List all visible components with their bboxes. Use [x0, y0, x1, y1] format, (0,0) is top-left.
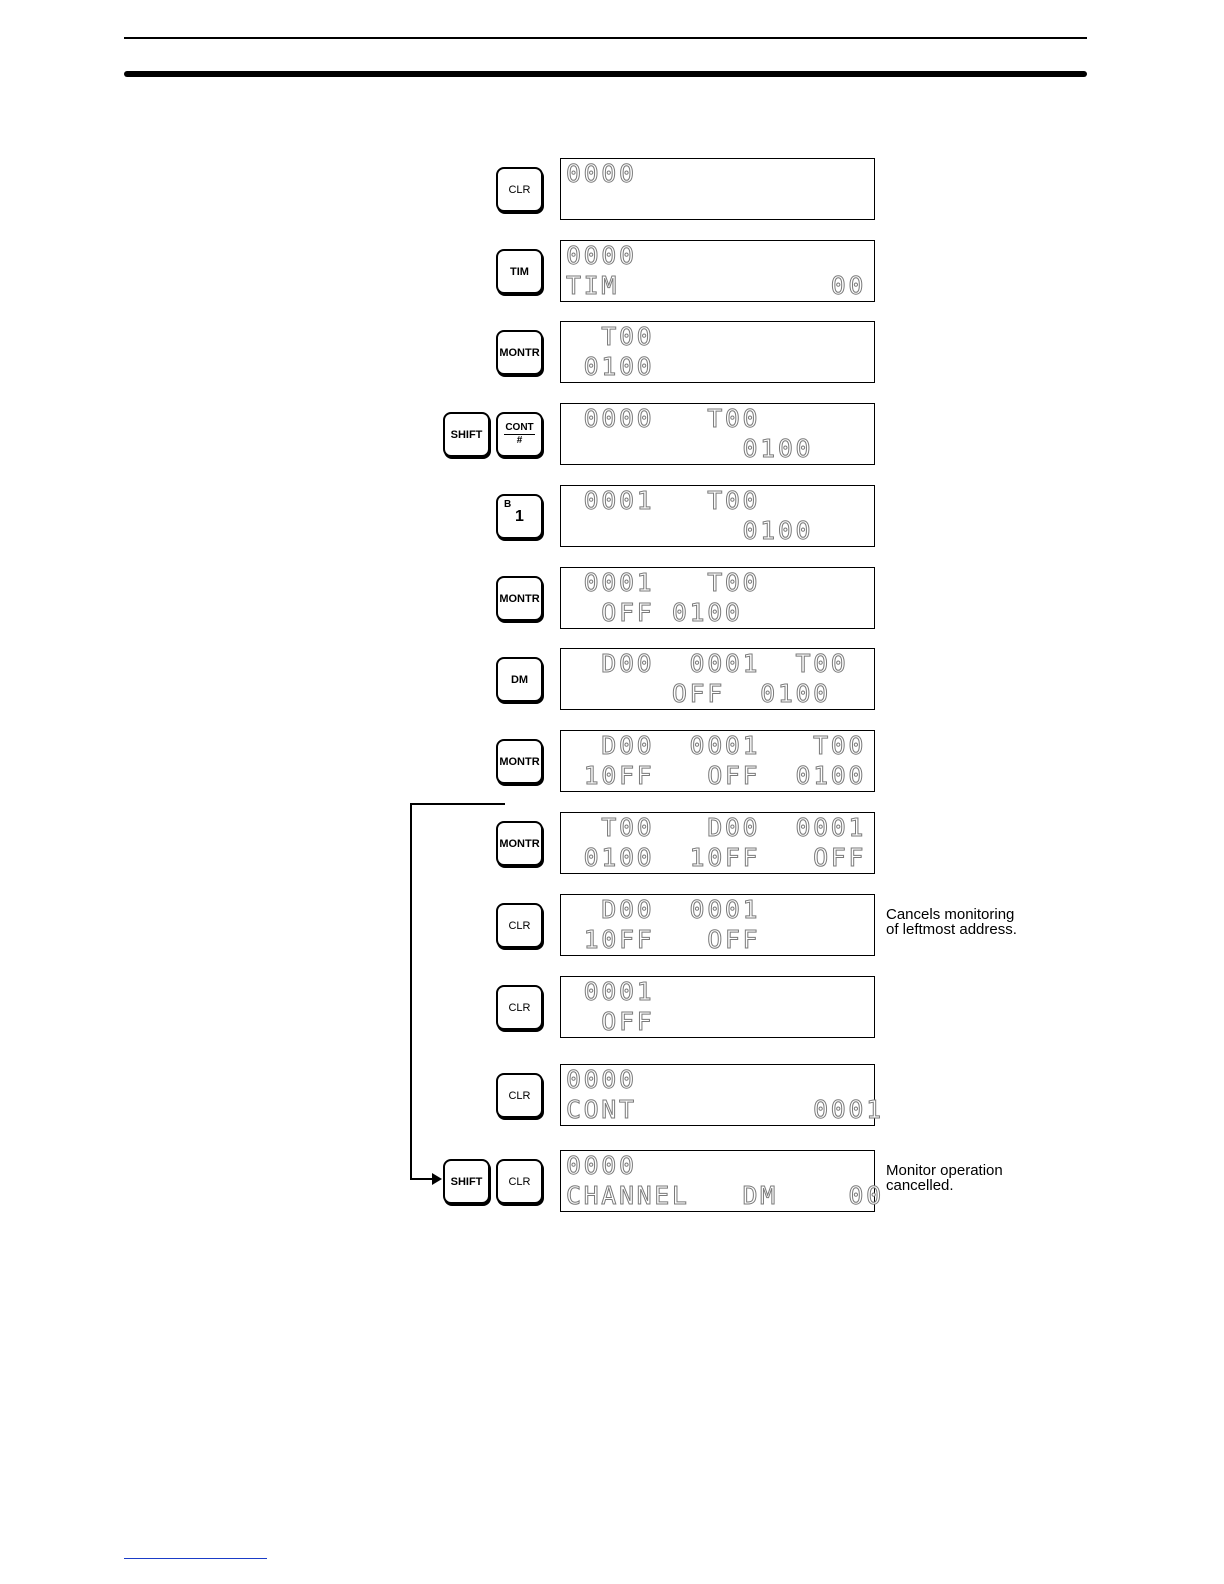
- lcd-line-2: OFF 0100: [566, 598, 743, 627]
- lcd-line-2: 0100: [566, 434, 814, 463]
- lcd-display: D00 0001 T00 OFF 0100: [560, 648, 875, 710]
- step-row: MONTR T00 D00 0001 0100 10FF OFF: [0, 812, 1224, 876]
- lcd-line-2: 10FF OFF: [566, 925, 761, 954]
- lcd-line-2: CONT 0001: [566, 1095, 884, 1124]
- lcd-line-1: 0000: [566, 1151, 637, 1180]
- clr-key[interactable]: CLR: [496, 1073, 543, 1118]
- lcd-line-1: D00 0001 T00: [566, 731, 867, 760]
- lcd-display: D00 0001 T00 10FF OFF 0100: [560, 730, 875, 792]
- key-label: SHIFT: [450, 1175, 483, 1188]
- shift-key[interactable]: SHIFT: [443, 1159, 490, 1204]
- lcd-line-2: 0100 10FF OFF: [566, 843, 867, 872]
- key-label: SHIFT: [450, 428, 483, 441]
- clr-key[interactable]: CLR: [496, 1159, 543, 1204]
- key-label: MONTR: [499, 592, 540, 605]
- step-row: CLR 0000: [0, 158, 1224, 222]
- lcd-line-1: 0001: [566, 977, 655, 1006]
- key-label: DM: [510, 673, 529, 686]
- lcd-line-2: TIM 00: [565, 271, 867, 300]
- clr-key[interactable]: CLR: [496, 903, 543, 948]
- header-rule-thin: [124, 37, 1087, 39]
- lcd-line-1: T00 D00 0001: [566, 813, 867, 842]
- lcd-display: 0001 T00 OFF 0100: [560, 567, 875, 629]
- clr-key[interactable]: CLR: [496, 167, 543, 212]
- montr-key[interactable]: MONTR: [496, 330, 543, 375]
- lcd-line-1: 0000: [566, 241, 637, 270]
- step-note: Monitor operation cancelled.: [886, 1162, 1003, 1194]
- step-row: CLR 0001 OFF: [0, 976, 1224, 1040]
- lcd-line-2: 10FF OFF 0100: [566, 761, 867, 790]
- lcd-line-1: 0000 T00: [566, 404, 761, 433]
- lcd-line-1: 0001 T00: [566, 486, 761, 515]
- lcd-display: 0001 OFF: [560, 976, 875, 1038]
- cont-key[interactable]: CONT#: [496, 412, 543, 457]
- key-label: CONT: [504, 422, 535, 435]
- tim-key[interactable]: TIM: [496, 249, 543, 294]
- lcd-display: 0000 T00 0100: [560, 403, 875, 465]
- step-row: MONTR D00 0001 T00 10FF OFF 0100: [0, 730, 1224, 794]
- key-superscript: B: [504, 499, 512, 510]
- lcd-line-2: OFF: [566, 1007, 655, 1036]
- lcd-line-1: D00 0001 T00: [566, 649, 849, 678]
- lcd-line-2: 0100: [566, 352, 655, 381]
- montr-key[interactable]: MONTR: [496, 821, 543, 866]
- footer-rule: [124, 1558, 267, 1559]
- lcd-line-1: 0001 T00: [566, 568, 761, 597]
- key-label: 1: [515, 507, 524, 525]
- loop-line-top: [410, 803, 505, 805]
- loop-arrowhead: [432, 1173, 442, 1185]
- key-label: MONTR: [499, 755, 540, 768]
- step-note: Cancels monitoring of leftmost address.: [886, 906, 1017, 938]
- lcd-line-1: 0000: [566, 159, 637, 188]
- lcd-display: T00 0100: [560, 321, 875, 383]
- loop-line-vertical: [410, 803, 412, 1179]
- key-label: CLR: [508, 919, 531, 932]
- step-row: MONTR T00 0100: [0, 321, 1224, 385]
- step-row: DM D00 0001 T00 OFF 0100: [0, 648, 1224, 712]
- lcd-display: D00 0001 10FF OFF: [560, 894, 875, 956]
- lcd-line-1: T00: [566, 322, 655, 351]
- lcd-line-2: 0100: [566, 516, 814, 545]
- step-row: CLR D00 0001 10FF OFF Cancels monitoring …: [0, 894, 1224, 958]
- key-label: CLR: [508, 1001, 531, 1014]
- key-label: MONTR: [499, 837, 540, 850]
- montr-key[interactable]: MONTR: [496, 576, 543, 621]
- step-row: MONTR 0001 T00 OFF 0100: [0, 567, 1224, 631]
- lcd-display: T00 D00 0001 0100 10FF OFF: [560, 812, 875, 874]
- key-label: CLR: [508, 183, 531, 196]
- key-label: MONTR: [499, 346, 540, 359]
- header-rule-thick: [124, 71, 1087, 77]
- key-sublabel: #: [516, 435, 523, 446]
- dm-key[interactable]: DM: [496, 657, 543, 702]
- key-label: CLR: [508, 1175, 531, 1188]
- step-row: SHIFT CONT# 0000 T00 0100: [0, 403, 1224, 467]
- key-label: TIM: [510, 265, 529, 278]
- lcd-display: 0000: [560, 158, 875, 220]
- clr-key[interactable]: CLR: [496, 985, 543, 1030]
- lcd-line-2: CHANNEL DM 00: [566, 1181, 884, 1210]
- lcd-line-1: 0000: [566, 1065, 637, 1094]
- lcd-line-2: OFF 0100: [566, 679, 831, 708]
- key-label: CLR: [508, 1089, 531, 1102]
- loop-line-bottom: [410, 1178, 434, 1180]
- montr-key[interactable]: MONTR: [496, 739, 543, 784]
- lcd-display: 0001 T00 0100: [560, 485, 875, 547]
- shift-key[interactable]: SHIFT: [443, 412, 490, 457]
- lcd-line-1: D00 0001: [566, 895, 761, 924]
